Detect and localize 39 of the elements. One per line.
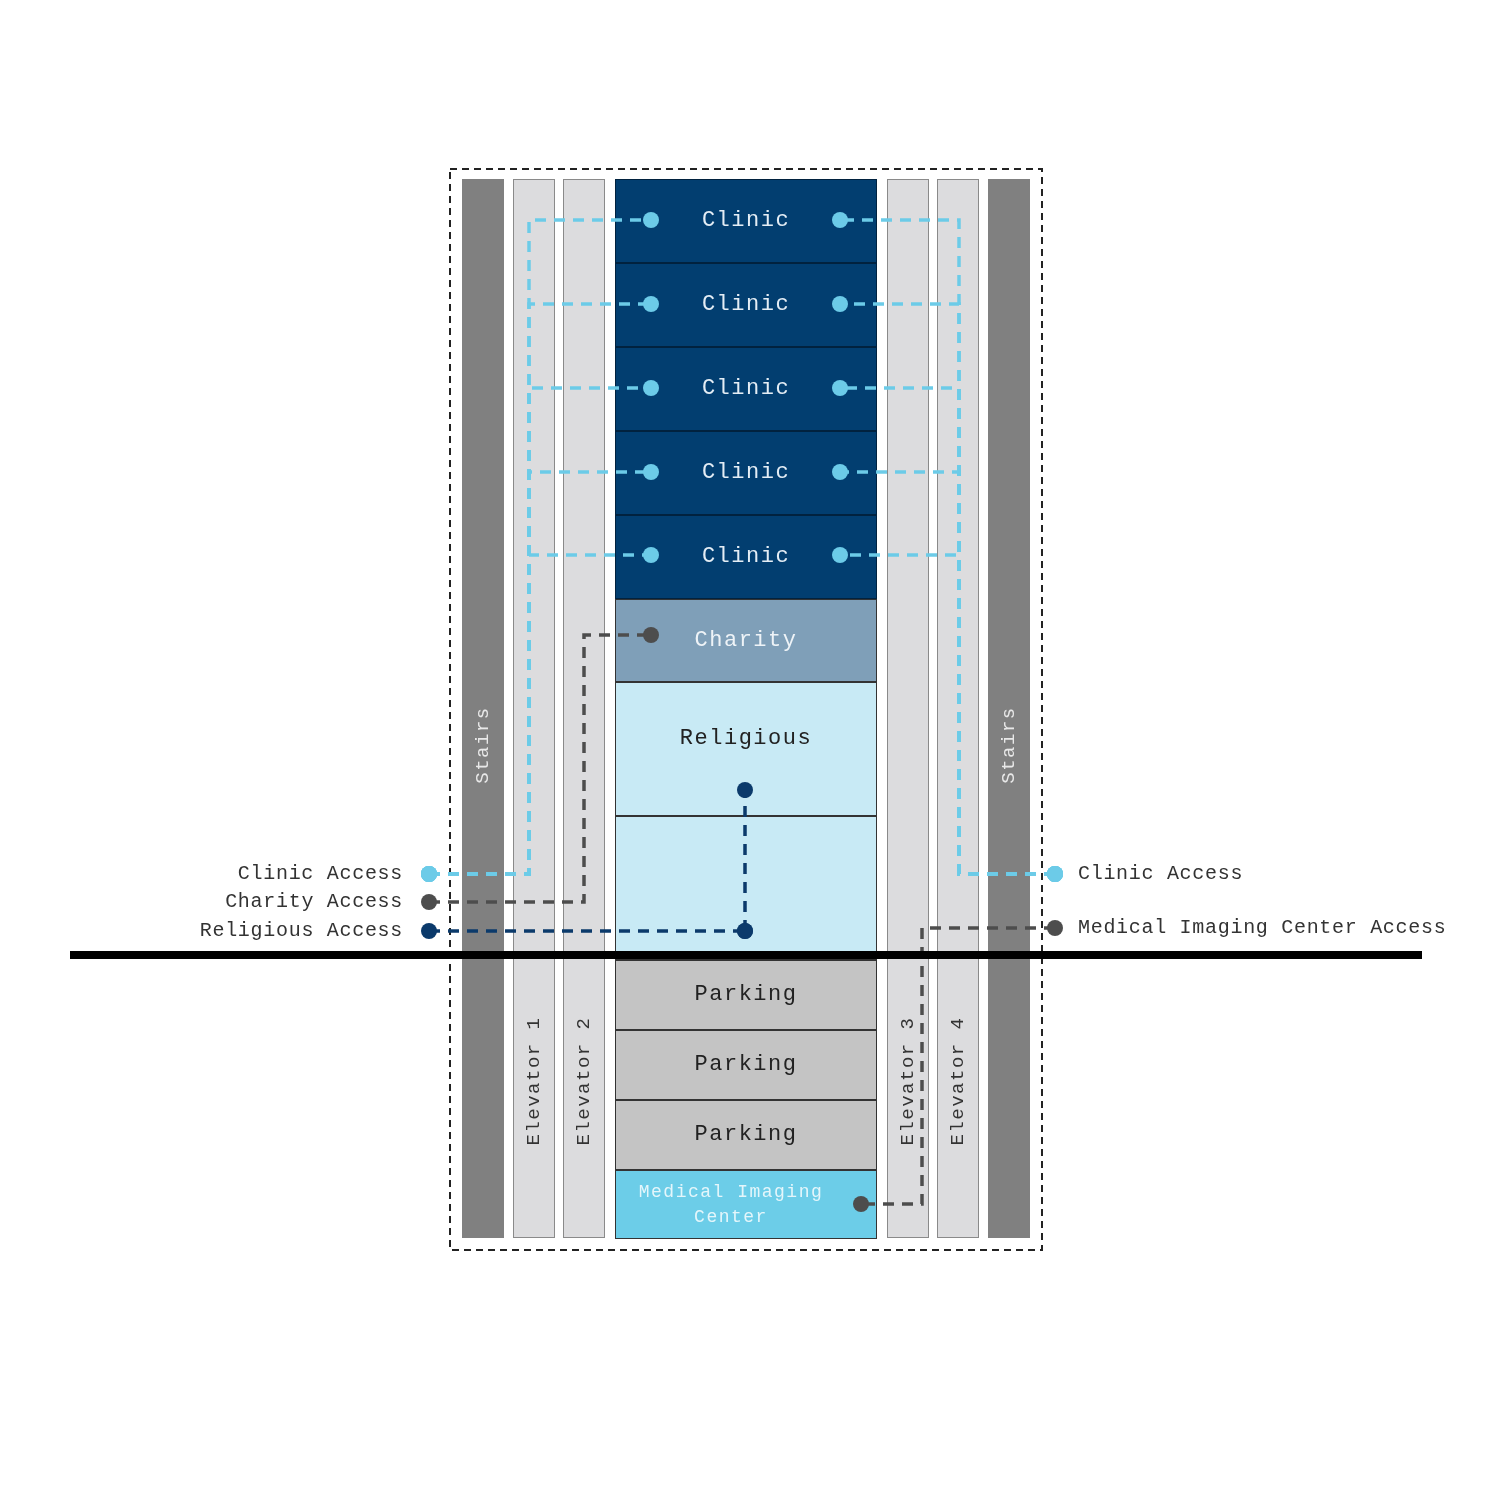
access-label: Charity Access <box>170 890 437 914</box>
access-label: Medical Imaging Center Access <box>1046 916 1486 940</box>
imaging-center-floor <box>615 1170 877 1239</box>
floor-label: Parking <box>694 1051 798 1080</box>
floor-label: Clinic <box>701 291 791 320</box>
religious-floor <box>615 682 877 816</box>
access-route <box>853 920 1063 1212</box>
empty-floor <box>615 816 877 960</box>
floor-label: Religious <box>679 725 813 754</box>
clinic-floor <box>615 263 877 347</box>
parking-floor <box>615 1030 877 1100</box>
access-route <box>832 547 1063 882</box>
shaft-label: Elevator 3 <box>897 1016 919 1146</box>
floor-label: Clinic <box>701 459 791 488</box>
access-label: Clinic Access <box>170 862 437 886</box>
floor-label: Parking <box>694 1121 798 1150</box>
floor-label: Parking <box>694 981 798 1010</box>
parking-floor <box>615 1100 877 1170</box>
access-label: Clinic Access <box>1046 862 1486 886</box>
access-route <box>737 782 753 939</box>
access-route <box>421 627 659 910</box>
access-label: Religious Access <box>170 919 437 943</box>
floor-label: Medical Imaging Center <box>637 1181 825 1229</box>
floor-label: Charity <box>694 626 798 655</box>
shaft-label: Stairs <box>998 706 1020 784</box>
clinic-floor <box>615 347 877 431</box>
floor-label: Clinic <box>701 207 791 236</box>
shaft-label: Elevator 2 <box>573 1016 595 1146</box>
clinic-floor <box>615 431 877 515</box>
clinic-floor <box>615 179 877 263</box>
access-route <box>421 547 659 882</box>
shaft-label: Elevator 4 <box>947 1016 969 1146</box>
shaft-label: Stairs <box>472 706 494 784</box>
parking-floor <box>615 960 877 1030</box>
floor-label: Clinic <box>701 375 791 404</box>
clinic-floor <box>615 515 877 599</box>
shaft-label: Elevator 1 <box>523 1016 545 1146</box>
floor-label: Clinic <box>701 543 791 572</box>
charity-floor <box>615 599 877 682</box>
